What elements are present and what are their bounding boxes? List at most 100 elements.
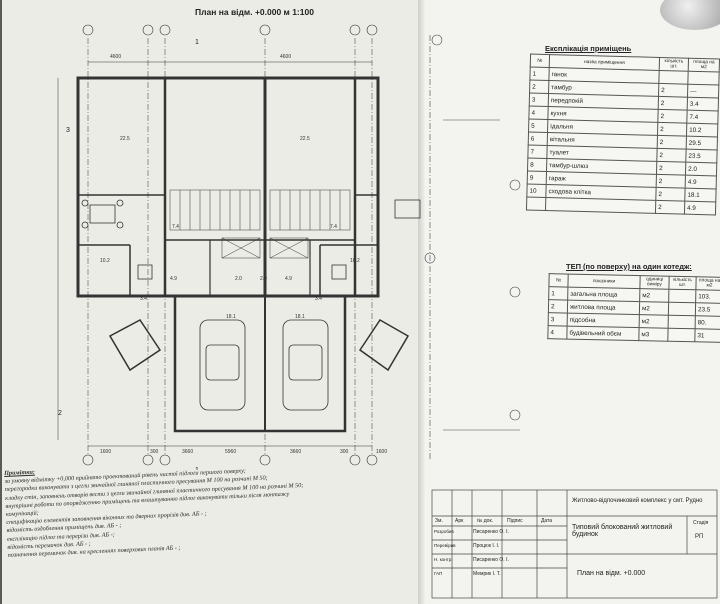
table-cell: 2	[656, 174, 686, 189]
table-cell: 2	[657, 122, 687, 137]
table-cell: 2	[655, 200, 685, 215]
table-cell: 2	[656, 148, 687, 163]
staff-name: Процюк І. І.	[473, 543, 500, 549]
table-cell	[545, 197, 656, 214]
notes-block: Примітки: за умовну відмітку +0,000 прий…	[4, 452, 418, 560]
table-cell: 3	[548, 312, 568, 327]
table-cell: 18.1	[684, 188, 717, 202]
tep-table: № показники одиниці виміру кількість шт.…	[547, 273, 720, 343]
table-cell: 4	[528, 106, 549, 120]
table-cell	[526, 197, 546, 211]
table-cell: 3.4	[687, 97, 719, 111]
col-header: Підпис	[507, 518, 523, 524]
table-cell: 29.5	[686, 136, 718, 150]
table-cell: 2	[657, 109, 688, 124]
staff-name: Писаренко О. І.	[473, 557, 509, 563]
table-cell: 2	[656, 161, 686, 176]
col-header: Зм.	[435, 518, 443, 524]
room-area: 3.4	[140, 296, 147, 302]
staff-role: Розробив	[434, 529, 454, 534]
table-cell	[667, 328, 696, 342]
table-cell: 3	[529, 93, 549, 107]
object-name: Типовий блокований житловий будинок	[572, 524, 673, 538]
project-name: Житлово-відпочинковий комплекс у смт. Ру…	[572, 498, 703, 504]
table-cell: 23.5	[695, 302, 720, 317]
table-cell: 1	[529, 67, 550, 81]
table-cell: 2	[655, 187, 686, 202]
section-mark: 3	[66, 127, 70, 134]
dim-bottom-6: 300	[340, 449, 349, 455]
table-cell: будівельний обєм	[566, 326, 640, 341]
col-header: Арк	[455, 518, 464, 524]
dim-bottom-4: 5960	[225, 449, 236, 455]
room-area: 7.4	[172, 224, 179, 230]
room-area: 22.5	[120, 136, 130, 142]
table-cell: 4.9	[685, 175, 717, 189]
room-area: 22.5	[300, 136, 310, 142]
table-cell: 7.4	[686, 110, 719, 124]
sheet-name: План на відм. +0.000	[577, 570, 646, 577]
stage-label: Стадія	[693, 520, 709, 526]
table-cell: 80.	[695, 315, 720, 330]
table-cell: 6	[528, 132, 548, 146]
left-drawing-sheet	[2, 0, 422, 604]
table-cell: 7	[527, 145, 548, 159]
table-cell: 31	[694, 328, 720, 343]
table-header: кількість шт.	[668, 276, 697, 290]
floor-plan: 4600 4600 1600 300 3660 5960 3660 300 16…	[57, 24, 421, 470]
room-area: 10.2	[100, 258, 110, 264]
dim-bottom-7: 1600	[376, 449, 387, 455]
table-cell: 2	[657, 135, 687, 150]
table-cell: 103.	[695, 289, 720, 304]
axis-markers-bottom	[82, 454, 378, 466]
table-cell	[658, 70, 689, 85]
table-cell	[668, 315, 696, 329]
dim-top-2: 4600	[280, 54, 291, 60]
title-block: Житлово-відпочинковий комплекс у смт. Ру…	[427, 470, 720, 600]
table-cell: м2	[639, 301, 669, 316]
drawing-title: План на відм. +0.000 м 1:100	[195, 7, 314, 17]
table-cell: 4	[547, 325, 568, 340]
tep-caption: ТЕП (по поверху) на один котедж:	[566, 262, 692, 271]
table-cell: м3	[638, 327, 669, 342]
dim-top-1: 4600	[110, 54, 121, 60]
table-cell: 2	[658, 83, 688, 98]
dim-bottom-1: 1600	[100, 449, 111, 455]
table-cell: 10.2	[686, 123, 718, 137]
table-cell	[668, 302, 696, 316]
room-area: 4.9	[285, 276, 292, 282]
table-header: №	[548, 273, 569, 288]
dim-bottom-5: 3660	[290, 449, 301, 455]
section-mark: 2	[58, 410, 62, 417]
stage-value: РП	[695, 534, 704, 540]
room-area: 7.4	[330, 224, 337, 230]
axis-markers-top	[82, 24, 378, 36]
table-cell: м2	[639, 288, 669, 303]
room-area: 2.0	[260, 276, 267, 282]
table-cell: 1	[548, 286, 568, 301]
table-cell: 2	[548, 299, 568, 314]
dim-bottom-2: 300	[150, 449, 159, 455]
table-cell: 2.0	[685, 162, 717, 176]
table-header: площа на м2	[688, 58, 720, 72]
page-fold	[418, 0, 426, 604]
table-cell: 8	[527, 158, 547, 172]
staff-role: Н. контр.	[434, 557, 453, 562]
room-area: 4.9	[170, 276, 177, 282]
plan-right-part	[424, 34, 521, 460]
staff-role: ГАП	[434, 571, 443, 576]
dim-bottom-3: 3660	[182, 449, 193, 455]
table-cell: 2	[658, 96, 688, 111]
table-cell: 5	[528, 119, 548, 133]
explication-caption: Експлікація приміщень	[545, 44, 632, 53]
room-area: 10.2	[350, 258, 360, 264]
staff-name: Писаренко О. І.	[473, 529, 509, 535]
table-cell: 23.5	[685, 149, 718, 163]
explication-table: № назва приміщення кількість шт. площа н…	[525, 53, 720, 216]
col-header: № док.	[477, 518, 494, 524]
table-header: одиниці виміру	[639, 275, 670, 290]
table-cell: 2	[529, 80, 549, 94]
room-area: 2.0	[235, 276, 242, 282]
